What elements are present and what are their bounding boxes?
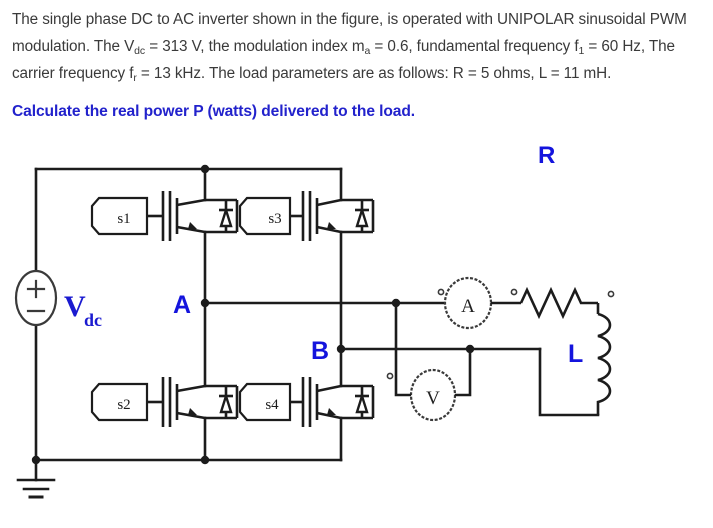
s1-box-shape (90, 196, 149, 236)
problem-text-part-5: = 13 kHz. The load parameters are as fol… (136, 65, 612, 82)
voltmeter-terminal-dot (386, 372, 394, 380)
gate-driver-s3-label: s3 (268, 211, 281, 227)
node-a-label: A (173, 291, 191, 319)
gate-driver-s4[interactable]: s4 (238, 382, 292, 422)
voltmeter-right-sense-wire (455, 349, 472, 397)
gate-driver-boxes: s1 s3 s2 s4 (90, 196, 292, 422)
igbt-q4 (290, 377, 375, 427)
circuit-diagram: s1 s3 s2 s4 A V (0, 136, 713, 528)
junction-bottom-rail-leg-a (200, 455, 210, 465)
junction-top-rail-leg-a (200, 164, 210, 174)
resistor-label: R (538, 142, 555, 169)
s4-box-shape (238, 382, 292, 422)
junction-node-b (336, 344, 346, 354)
gate-driver-s1-label: s1 (117, 211, 130, 227)
problem-paragraph: The single phase DC to AC inverter shown… (12, 6, 702, 87)
dc-source-sublabel: dc (84, 310, 102, 330)
problem-statement: The single phase DC to AC inverter shown… (12, 6, 702, 121)
voltmeter: V (386, 303, 472, 422)
problem-text-part-4: = 60 Hz, The carrier frequency f (12, 38, 675, 82)
f1-subscript: 1 (578, 44, 585, 57)
igbt-q1 (147, 191, 239, 241)
ma-subscript: a (364, 44, 371, 57)
q1-emitter-lead (176, 225, 206, 234)
s3-box-shape (238, 196, 292, 236)
gate-driver-s4-label: s4 (265, 397, 279, 413)
voltmeter-label: V (426, 388, 440, 409)
igbt-q3 (290, 191, 375, 241)
ammeter-right-terminal-dot (510, 288, 518, 296)
q1-freewheel-diode-triangle (219, 205, 233, 228)
q4-collector-lead (316, 384, 342, 393)
gate-driver-s2-label: s2 (117, 397, 130, 413)
problem-text-part-1: The single phase DC to AC inverter shown… (12, 11, 687, 55)
q1-collector-lead (176, 198, 206, 207)
ammeter-left-terminal-dot (437, 288, 445, 296)
node-b-label: B (311, 337, 329, 365)
resistor-zigzag (519, 286, 598, 320)
gate-driver-s1[interactable]: s1 (90, 196, 149, 236)
q3-emitter-lead (316, 225, 342, 234)
q3-emitter-arrow (327, 222, 336, 229)
dc-source-label: V (64, 290, 86, 323)
q2-emitter-lead (176, 411, 206, 420)
load-inductor: L (568, 290, 615, 415)
s2-box-shape (90, 382, 149, 422)
junction-bottom-rail-left (31, 455, 41, 465)
inductor-coils (596, 312, 612, 415)
gate-driver-s3[interactable]: s3 (238, 196, 292, 236)
ammeter: A (437, 276, 521, 330)
q3-collector-lead (316, 198, 342, 207)
junction-voltmeter-right-tap (465, 344, 475, 354)
fr-subscript: r (133, 71, 137, 84)
node-b-down-wire (538, 347, 600, 417)
ammeter-label: A (461, 296, 475, 317)
junction-dots (31, 164, 475, 465)
q4-emitter-arrow (327, 408, 336, 415)
ground-symbol (16, 458, 56, 499)
q3-freewheel-diode-triangle (355, 205, 369, 228)
q2-collector-lead (176, 384, 206, 393)
dc-source-label-group: V dc (64, 290, 102, 330)
problem-text-part-3: = 0.6, fundamental frequency f (370, 38, 579, 55)
q4-freewheel-diode-triangle (355, 391, 369, 414)
q2-freewheel-diode-triangle (219, 391, 233, 414)
inductor-terminal-dot (607, 290, 615, 298)
igbt-q2 (147, 377, 239, 427)
question-prompt: Calculate the real power P (watts) deliv… (12, 103, 416, 120)
voltmeter-left-sense-wire (394, 303, 411, 397)
junction-voltmeter-left-tap (391, 298, 401, 308)
vdc-subscript: dc (134, 44, 146, 57)
gate-driver-s2[interactable]: s2 (90, 382, 149, 422)
q1-emitter-arrow (188, 222, 197, 229)
inductor-label: L (568, 340, 583, 368)
load-resistor: R (519, 142, 598, 320)
junction-node-a (200, 298, 210, 308)
problem-text-part-2: = 313 V, the modulation index m (145, 38, 365, 55)
q4-emitter-lead (316, 411, 342, 420)
source-plus-icon (26, 279, 46, 299)
q2-emitter-arrow (188, 408, 197, 415)
